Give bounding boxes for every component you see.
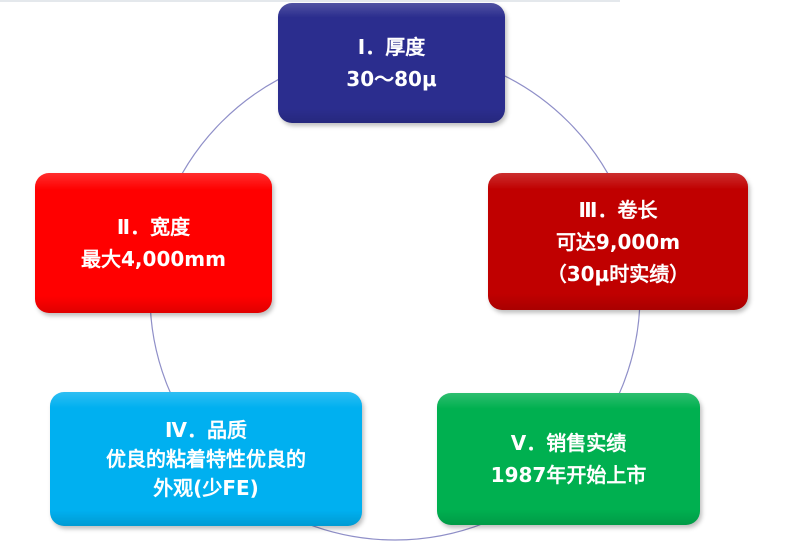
roll-length-box: Ⅲ．卷长 可达9,000m （30μ时实绩）	[488, 173, 748, 310]
quality-line-1: 优良的粘着特性优良的	[106, 446, 306, 471]
quality-title: Ⅳ．品质	[165, 417, 247, 442]
sales-value: 1987年开始上市	[490, 463, 647, 487]
sales-title: Ⅴ．销售实绩	[510, 431, 627, 455]
width-title: Ⅱ．宽度	[116, 215, 191, 239]
width-box: Ⅱ．宽度 最大4,000mm	[35, 173, 272, 313]
thickness-box: Ⅰ．厚度 30～80μ	[278, 3, 505, 123]
thickness-title: Ⅰ．厚度	[357, 35, 426, 59]
sales-box: Ⅴ．销售实绩 1987年开始上市	[437, 393, 700, 525]
quality-line-2: 外观(少FE)	[153, 475, 259, 500]
top-divider	[0, 0, 620, 2]
roll-length-value: 可达9,000m	[555, 229, 681, 254]
width-value: 最大4,000mm	[81, 247, 226, 271]
thickness-value: 30～80μ	[346, 67, 437, 91]
quality-box: Ⅳ．品质 优良的粘着特性优良的 外观(少FE)	[50, 392, 362, 526]
roll-length-note: （30μ时实绩）	[546, 261, 690, 286]
roll-length-title: Ⅲ．卷长	[578, 197, 658, 222]
